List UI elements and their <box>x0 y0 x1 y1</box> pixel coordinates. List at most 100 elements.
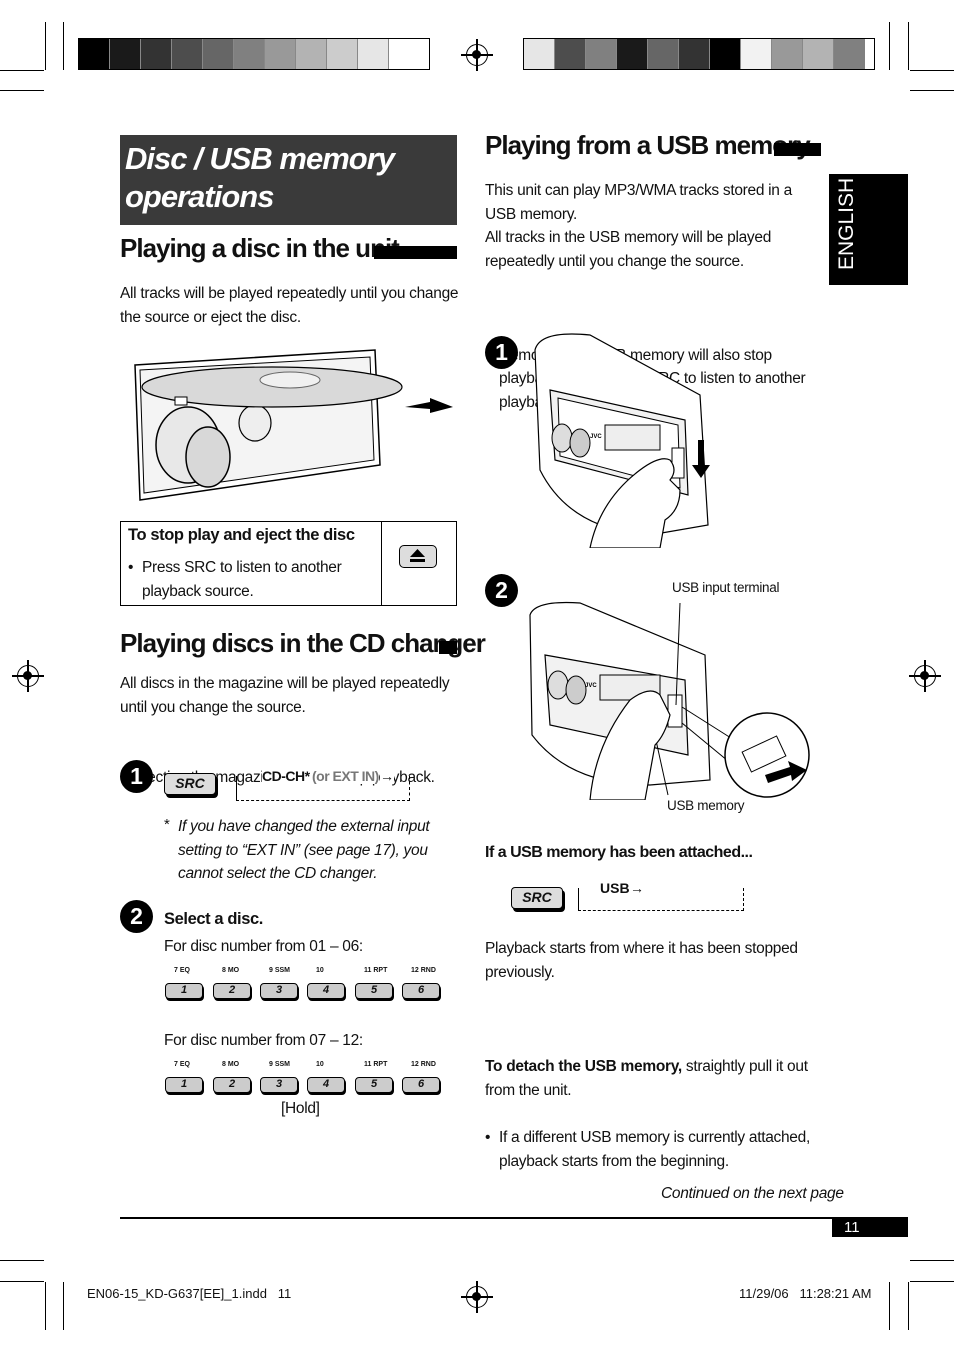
preset-button-1: 1 <box>165 983 203 999</box>
heading-bar <box>374 246 457 259</box>
page-title: Disc / USB memory operations <box>125 141 395 214</box>
language-tab-label: ENGLISH <box>835 177 858 270</box>
preset-button-3: 3 <box>260 1077 298 1093</box>
preset-label: 11 RPT <box>364 1061 388 1068</box>
preset-button-6: 6 <box>402 1077 440 1093</box>
color-bar-right <box>523 38 875 70</box>
crop-mark <box>0 1260 44 1261</box>
disc-text: All tracks will be played repeatedly unt… <box>120 285 459 326</box>
label-usb-terminal: USB input terminal <box>672 580 780 595</box>
preset-button-2: 2 <box>213 983 251 999</box>
language-tab: ENGLISH <box>829 174 908 285</box>
registration-mark <box>461 1281 493 1313</box>
label-usb-memory: USB memory <box>667 798 745 813</box>
preset-label: 7 EQ <box>174 967 190 974</box>
page-number: 11 <box>832 1218 908 1237</box>
preset-label: 10 <box>316 1061 324 1068</box>
preset-label: 11 RPT <box>364 967 388 974</box>
hold-label: [Hold] <box>281 1100 320 1117</box>
title-banner <box>120 135 457 225</box>
usb-step-1-marker: 1 <box>485 336 518 369</box>
preset-label: 9 SSM <box>269 967 291 974</box>
footnote: If you have changed the external input s… <box>178 818 430 882</box>
heading-usb: Playing from a USB memory <box>485 130 811 160</box>
usb-terminal-illustration: JVC <box>534 333 710 548</box>
heading-bar <box>439 641 457 654</box>
usb-src-button: SRC <box>511 887 563 909</box>
flow-ext-in: (or EXT IN) <box>312 768 379 784</box>
preset-label: 7 EQ <box>174 1061 190 1068</box>
preset-button-4: 4 <box>307 983 345 999</box>
disc-insert-illustration <box>134 349 453 501</box>
usb-p1: This unit can play MP3/WMA tracks stored… <box>485 182 792 223</box>
crop-mark <box>910 70 954 71</box>
stop-box-bullet: Press SRC to listen to another playback … <box>128 556 390 603</box>
color-bar-left <box>78 38 430 70</box>
registration-mark <box>12 660 44 692</box>
crop-mark <box>0 70 44 71</box>
preset-label: 8 MO <box>222 1061 240 1068</box>
svg-text:JVC: JVC <box>590 434 602 440</box>
usb-detach: To detach the USB memory, straightly pul… <box>485 1055 815 1102</box>
crop-mark <box>0 90 44 91</box>
crop-mark <box>63 1282 64 1330</box>
usb-attached-heading: If a USB memory has been attached... <box>485 844 753 861</box>
source-flow-box <box>236 776 410 801</box>
flow-arrow-icon: → <box>380 768 394 784</box>
flow-usb: USB <box>600 880 632 896</box>
preset-button-3: 3 <box>260 983 298 999</box>
preset-label: 8 MO <box>222 967 240 974</box>
heading-cd-changer: Playing discs in the CD changer <box>120 628 486 658</box>
eject-button <box>399 545 437 568</box>
crop-mark <box>910 90 954 91</box>
usb-detach-rest: straightly pull it out from the unit. <box>485 1058 808 1099</box>
heading-bar <box>774 143 821 156</box>
crop-mark <box>0 1281 44 1282</box>
preset-label: 10 <box>316 967 324 974</box>
preset-button-4: 4 <box>307 1077 345 1093</box>
preset-button-5: 5 <box>355 983 393 999</box>
print-info-right: 11/29/06 11:28:21 AM <box>739 1286 872 1301</box>
range-01-06: For disc number from 01 – 06: <box>164 938 363 955</box>
footnote-mark: * <box>164 816 170 833</box>
usb-bullet2: If a different USB memory is currently a… <box>485 1126 835 1173</box>
print-info-left: EN06-15_KD-G637[EE]_1.indd 11 <box>87 1286 292 1301</box>
preset-label: 12 RND <box>411 1061 436 1068</box>
crop-mark <box>908 1282 909 1330</box>
crop-mark <box>889 1282 890 1330</box>
heading-play-disc: Playing a disc in the unit <box>120 233 400 263</box>
step-2-marker: 2 <box>120 900 153 933</box>
preset-button-1: 1 <box>165 1077 203 1093</box>
preset-label: 12 RND <box>411 967 436 974</box>
svg-text:JVC: JVC <box>585 683 597 689</box>
step-2-title: Select a disc. <box>164 910 263 928</box>
stop-eject-box <box>120 521 457 606</box>
usb-insert-illustration: JVC <box>529 601 810 800</box>
crop-mark <box>910 1260 954 1261</box>
crop-mark <box>910 1281 954 1282</box>
continued-note: Continued on the next page <box>661 1185 844 1202</box>
crop-mark <box>45 1282 46 1330</box>
registration-mark <box>909 660 941 692</box>
flow-cd-ch: CD-CH* <box>262 768 312 784</box>
footer-rule <box>120 1217 908 1219</box>
crop-mark <box>908 22 909 70</box>
preset-button-5: 5 <box>355 1077 393 1093</box>
crop-mark <box>63 22 64 70</box>
stop-box-heading: To stop play and eject the disc <box>128 526 355 544</box>
flow-usb-arrow-icon: → <box>630 880 644 896</box>
src-button: SRC <box>164 773 216 795</box>
crop-mark <box>889 22 890 70</box>
registration-mark <box>461 39 493 71</box>
preset-button-2: 2 <box>213 1077 251 1093</box>
changer-text: All discs in the magazine will be played… <box>120 675 450 716</box>
range-07-12: For disc number from 07 – 12: <box>164 1032 363 1049</box>
preset-label: 9 SSM <box>269 1061 291 1068</box>
eject-icon <box>410 549 425 562</box>
usb-step-2-marker: 2 <box>485 574 518 607</box>
crop-mark <box>45 22 46 70</box>
preset-button-6: 6 <box>402 983 440 999</box>
usb-p3: Playback starts from where it has been s… <box>485 940 798 981</box>
usb-flow-box <box>578 888 744 911</box>
step-1-marker: 1 <box>120 760 153 793</box>
